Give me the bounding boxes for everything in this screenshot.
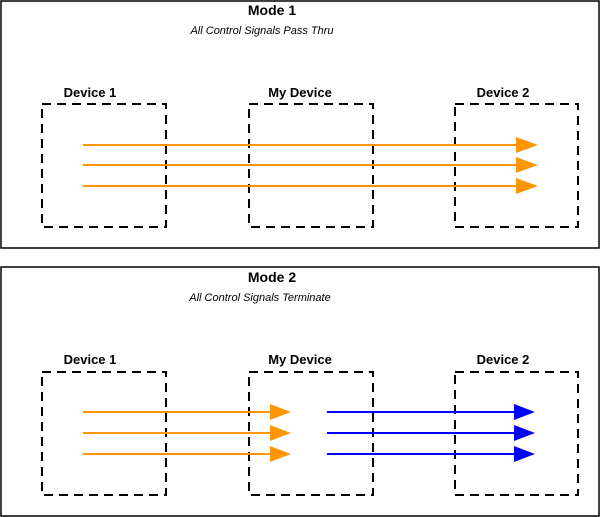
mode-2-signal-1: [83, 404, 291, 420]
mode-1-device-2-label: Device 2: [477, 85, 530, 100]
mode-2-my-device-label: My Device: [268, 352, 332, 367]
mode-1-panel: Mode 1 All Control Signals Pass Thru Dev…: [0, 0, 600, 249]
mode-2-signal-4: [327, 404, 535, 420]
mode-2-signal-3-arrowhead: [270, 446, 291, 462]
mode-1-signal-1: [83, 137, 538, 153]
mode-2-signal-6-arrowhead: [514, 446, 535, 462]
mode-2-device-2-label: Device 2: [477, 352, 530, 367]
mode-2-signal-3: [83, 446, 291, 462]
mode-1-title: Mode 1: [248, 2, 296, 18]
mode-2-subtitle: All Control Signals Terminate: [188, 292, 330, 304]
mode-2-device-1-label: Device 1: [64, 352, 117, 367]
mode-1-signal-3: [83, 178, 538, 194]
mode-2-signal-2-arrowhead: [270, 425, 291, 441]
mode-2-signal-1-arrowhead: [270, 404, 291, 420]
mode-1-signal-2: [83, 157, 538, 173]
mode-2-signal-2: [83, 425, 291, 441]
mode-1-subtitle: All Control Signals Pass Thru: [189, 25, 333, 37]
mode-2-title: Mode 2: [248, 269, 296, 285]
mode-1-signal-3-arrowhead: [516, 178, 538, 194]
mode-2-signal-6: [327, 446, 535, 462]
mode-1-signal-2-arrowhead: [516, 157, 538, 173]
mode-2-signal-5-arrowhead: [514, 425, 535, 441]
mode-2-signal-4-arrowhead: [514, 404, 535, 420]
mode-2-device-2-box: [454, 371, 579, 496]
mode-2-signal-5: [327, 425, 535, 441]
mode-1-my-device-label: My Device: [268, 85, 332, 100]
mode-1-frame: [0, 0, 600, 249]
mode-1-device-1-label: Device 1: [64, 85, 117, 100]
mode-2-panel: Mode 2 All Control Signals Terminate Dev…: [0, 266, 600, 517]
mode-1-device-2-box: [454, 103, 579, 228]
mode-2-frame: [0, 266, 600, 517]
mode-1-signal-1-arrowhead: [516, 137, 538, 153]
